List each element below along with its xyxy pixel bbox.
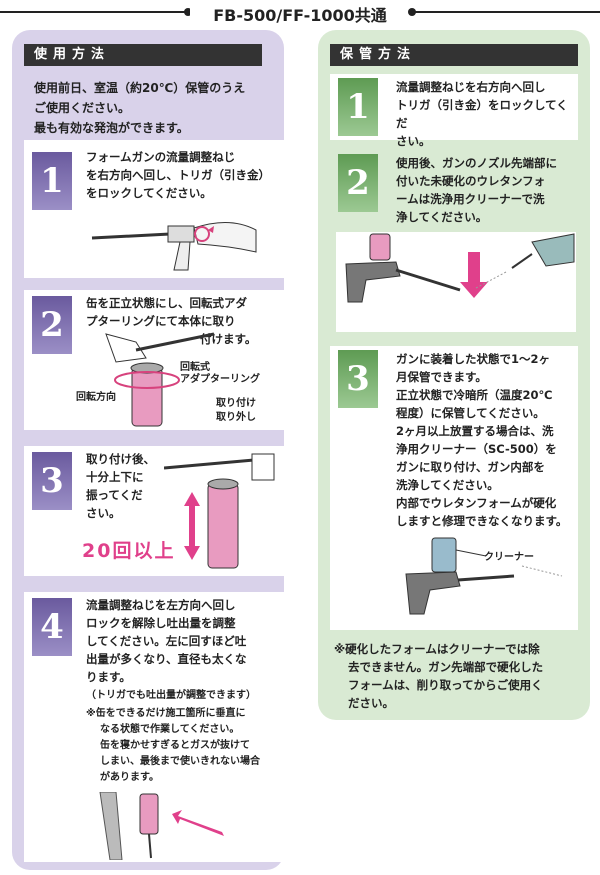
nozzle-cleaning-illustration <box>336 232 576 332</box>
step-line: 振ってくだ <box>86 488 143 502</box>
step-line: 2ヶ月以上放置する場合は、洗 <box>396 424 554 438</box>
ring-label-2: アダプターリング <box>180 374 260 385</box>
usage-heading: 使用方法 <box>24 44 262 66</box>
step-line: 洗浄してください。 <box>396 478 499 492</box>
step-text: ガンに装着した状態で1〜2ヶ 月保管できます。 正立状態で冷暗所（温度20℃ 程… <box>396 350 576 530</box>
step-text: 取り付け後、 十分上下に 振ってくだ さい。 <box>86 450 176 522</box>
note-line: 缶を寝かせすぎるとガスが抜けて <box>100 740 250 751</box>
step-line: 程度）に保管してください。 <box>396 406 545 420</box>
step-number: 1 <box>338 78 378 136</box>
shake-count: 20回以上 <box>82 540 176 562</box>
step-number: 2 <box>32 296 72 354</box>
step-line: トリガ（引き金）をロックしてくだ <box>396 98 568 130</box>
step-line: ームは洗浄用クリーナーで洗 <box>396 192 545 206</box>
cleaner-mounted-illustration <box>336 536 576 626</box>
usage-intro-line: ご使用ください。 <box>34 101 131 115</box>
step-line: ガンに取り付け、ガン内部を <box>396 460 545 474</box>
step-line: ります。 <box>86 670 131 684</box>
step-line: プターリングにて本体に取り <box>86 314 236 328</box>
usage-intro-line: 最も有効な発泡ができます。 <box>34 121 189 135</box>
note-line: ※缶をできるだけ施工箇所に垂直に <box>86 708 246 719</box>
step-line: 内部でウレタンフォームが硬化 <box>396 496 557 510</box>
step-text: 使用後、ガンのノズル先端部に 付いた未硬化のウレタンフォ ームは洗浄用クリーナー… <box>396 154 576 226</box>
header-rule-left <box>0 11 190 13</box>
step-line: 使用後、ガンのノズル先端部に <box>396 156 557 170</box>
step-line: ロックを解除し吐出量を調整 <box>86 616 236 630</box>
step-number: 2 <box>338 154 378 212</box>
storage-heading: 保管方法 <box>330 44 578 66</box>
step-line: 出量が多くなり、直径も太くな <box>86 652 247 666</box>
step-line: 取り付け後、 <box>86 452 155 466</box>
step-text: フォームガンの流量調整ねじ を右方向へ回し、トリガ（引き金） をロックしてくださ… <box>86 148 282 202</box>
step-line: フォームガンの流量調整ねじ <box>86 150 236 164</box>
page-title: FB-500/FF-1000共通 <box>190 2 410 26</box>
step-line: さい。 <box>86 506 121 520</box>
step-text: 流量調整ねじを右方向へ回し トリガ（引き金）をロックしてくだ さい。 <box>396 78 576 150</box>
header-dot-left <box>184 8 192 16</box>
footnote-line: フォームは、削り取ってからご使用く <box>348 678 543 692</box>
usage-step-3: 3 取り付け後、 十分上下に 振ってくだ さい。 20回以上 <box>24 446 284 576</box>
step-number: 3 <box>32 452 72 510</box>
step-number: 4 <box>32 598 72 656</box>
storage-footnote: ※硬化したフォームはクリーナーでは除 去できません。ガン先端部で硬化した フォー… <box>334 640 582 712</box>
attach-label: 取り付け <box>216 398 256 409</box>
step-number: 3 <box>338 350 378 408</box>
footnote-line: 去できません。ガン先端部で硬化した <box>348 660 544 674</box>
spray-gun-lock-illustration <box>90 208 260 272</box>
step-line: 付いた未硬化のウレタンフォ <box>396 174 546 188</box>
can-attach-illustration <box>105 332 215 427</box>
step-line: を右方向へ回し、トリガ（引き金） <box>86 168 270 182</box>
footnote-line: ※硬化したフォームはクリーナーでは除 <box>334 642 540 656</box>
step-line: 正立状態で冷暗所（温度20℃ <box>396 388 553 402</box>
step-line: しますと修理できなくなります。 <box>396 514 568 528</box>
step-line: 月保管できます。 <box>396 370 487 384</box>
header-rule-right <box>410 11 600 13</box>
step-line: 浄用クリーナー（SC-500）を <box>396 442 557 456</box>
step-line: をロックしてください。 <box>86 186 212 200</box>
usage-step-1: 1 フォームガンの流量調整ねじ を右方向へ回し、トリガ（引き金） をロックしてく… <box>24 140 284 278</box>
ring-label-1: 回転式 <box>180 362 210 373</box>
page-header: FB-500/FF-1000共通 <box>0 0 600 26</box>
step-line: さい。 <box>396 134 431 148</box>
step-notes: ※缶をできるだけ施工箇所に垂直に なる状態で作業してください。 缶を寝かせすぎる… <box>86 706 282 786</box>
step-line: してください。左に回すほど吐 <box>86 634 247 648</box>
storage-step-3: 3 ガンに装着した状態で1〜2ヶ 月保管できます。 正立状態で冷暗所（温度20℃… <box>330 346 578 630</box>
usage-intro: 使用前日、室温（約20℃）保管のうえ ご使用ください。 最も有効な発泡ができます… <box>34 78 274 138</box>
usage-step-2: 2 缶を正立状態にし、回転式アダ プターリングにて本体に取り 付けます。 回転式… <box>24 290 284 430</box>
shake-can-illustration <box>164 450 280 574</box>
storage-step-1: 1 流量調整ねじを右方向へ回し トリガ（引き金）をロックしてくだ さい。 <box>330 74 578 148</box>
usage-step-4: 4 流量調整ねじを左方向へ回し ロックを解除し吐出量を調整 してください。左に回… <box>24 592 284 862</box>
note-line: なる状態で作業してください。 <box>100 724 240 735</box>
step-line: 浄してください。 <box>396 210 488 224</box>
step-text: 流量調整ねじを左方向へ回し ロックを解除し吐出量を調整 してください。左に回すほ… <box>86 596 282 686</box>
step-line: ガンに装着した状態で1〜2ヶ <box>396 352 551 366</box>
step-line: 流量調整ねじを右方向へ回し <box>396 80 546 94</box>
step-paren: （トリガでも吐出量が調整できます） <box>86 690 256 701</box>
cleaner-label: クリーナー <box>484 552 534 563</box>
note-line: しまい、最後まで使いきれない場合 <box>100 756 260 767</box>
footnote-line: ださい。 <box>348 696 394 710</box>
vertical-spray-illustration <box>96 792 246 860</box>
detach-label: 取り外し <box>216 412 256 423</box>
step-number: 1 <box>32 152 72 210</box>
step-line: 流量調整ねじを左方向へ回し <box>86 598 236 612</box>
step-line: 十分上下に <box>86 470 144 484</box>
note-line: があります。 <box>100 772 159 783</box>
usage-intro-line: 使用前日、室温（約20℃）保管のうえ <box>34 81 246 95</box>
rotate-direction-label: 回転方向 <box>76 392 116 403</box>
step-line: 缶を正立状態にし、回転式アダ <box>86 296 247 310</box>
